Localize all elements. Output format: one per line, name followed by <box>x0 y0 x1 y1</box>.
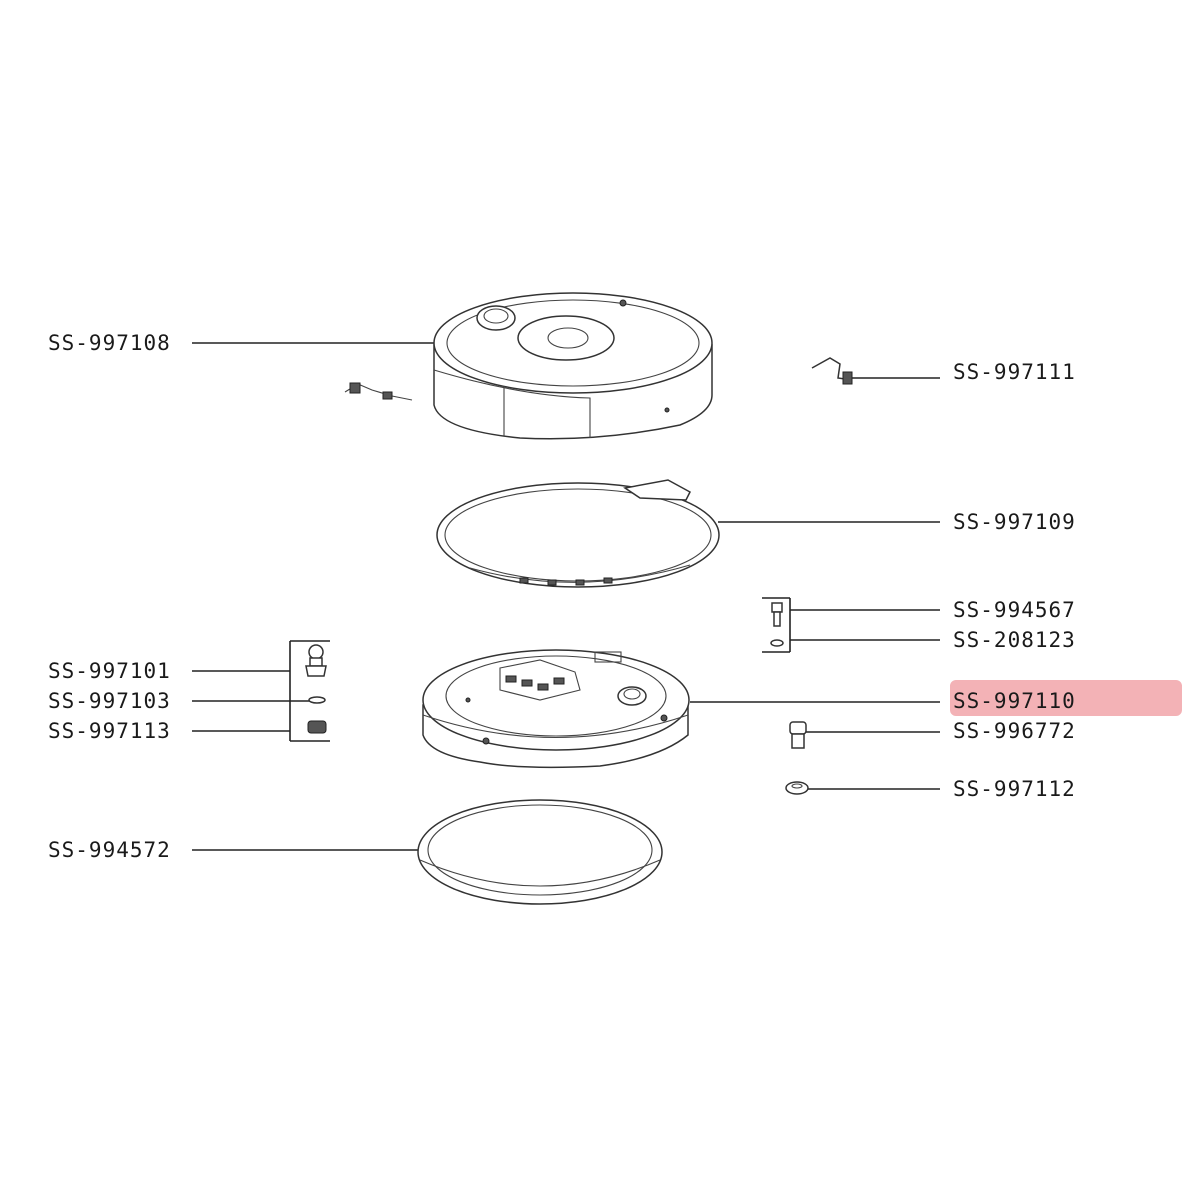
label-ss-996772: SS-996772 <box>953 719 1076 743</box>
label-ss-997112: SS-997112 <box>953 777 1076 801</box>
part-screw-washer <box>770 602 784 647</box>
label-ss-997111: SS-997111 <box>953 360 1076 384</box>
label-ss-208123: SS-208123 <box>953 628 1076 652</box>
label-ss-994567: SS-994567 <box>953 598 1076 622</box>
part-locking-ring <box>436 479 720 588</box>
label-ss-997109: SS-997109 <box>953 510 1076 534</box>
label-ss-997101: SS-997101 <box>48 659 171 683</box>
label-ss-997103: SS-997103 <box>48 689 171 713</box>
part-top-cover <box>344 292 713 440</box>
leader-lines <box>192 342 940 851</box>
highlight-box <box>950 680 1182 716</box>
part-bracket <box>811 357 853 385</box>
label-ss-997110: SS-997110 <box>953 689 1076 713</box>
part-gasket <box>417 799 663 905</box>
part-inner-lid <box>422 649 690 769</box>
label-ss-997108: SS-997108 <box>48 331 171 355</box>
label-ss-997113: SS-997113 <box>48 719 171 743</box>
part-valve-assembly <box>305 644 327 734</box>
part-disc <box>785 781 809 795</box>
label-ss-994572: SS-994572 <box>48 838 171 862</box>
part-plug <box>789 721 807 749</box>
